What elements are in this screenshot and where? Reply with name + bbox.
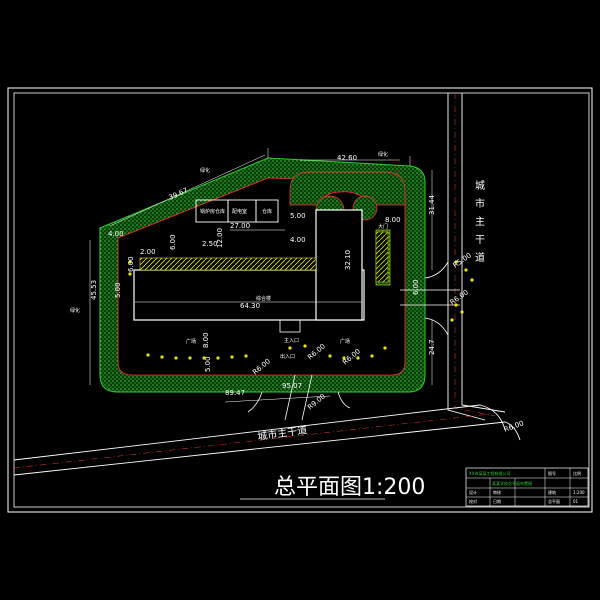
- label-gate: 大门: [378, 223, 388, 230]
- hedge-dots: [128, 260, 474, 360]
- dim-small-3: 2.50: [202, 240, 218, 248]
- label-exit: 出入口: [280, 353, 295, 360]
- entry-arc-east-bot: [424, 317, 449, 336]
- aux-building-c: [255, 199, 279, 223]
- tb-cell-9: 01: [573, 499, 579, 504]
- dim-corner-se: R9.00: [306, 392, 327, 411]
- label-main-building: 综合楼: [256, 295, 271, 302]
- south-road-edge-outer: [13, 421, 521, 476]
- dim-right-height: 31.44: [428, 194, 436, 215]
- dim-bottom-width: 95.07: [282, 382, 302, 390]
- dim-gap-j: 6.00: [412, 279, 420, 295]
- dim-right-lower: 24.7: [428, 339, 436, 355]
- road-east-label: 城市主干道: [473, 180, 485, 270]
- dim-gap-d: 2.00: [140, 248, 156, 256]
- label-room-b: 配电室: [232, 208, 247, 215]
- tb-cell-3: 日期: [493, 498, 501, 504]
- dim-left-height: 45.53: [90, 280, 98, 300]
- tb-project-line2: 某某学校总平面布置图: [492, 480, 532, 486]
- entry-arc-east-top: [424, 261, 449, 279]
- outer-frame: [7, 87, 593, 513]
- dim-small-1: 4.00: [108, 230, 124, 238]
- inner-frame: [13, 92, 590, 508]
- label-room-c: 仓库: [262, 208, 272, 215]
- corridor-hatch: [139, 257, 317, 271]
- dim-gap-b: 6.00: [169, 234, 177, 250]
- tb-cell-2: 审核: [493, 489, 501, 495]
- tb-cell-7: 总平面: [548, 498, 560, 504]
- road-south-label: 城市主干道: [257, 423, 308, 443]
- entry-arc-south-l: [247, 391, 263, 413]
- tb-cell-0: 设计: [469, 489, 477, 495]
- dim-radius-2: R6.00: [449, 288, 470, 306]
- label-green-1: 绿化: [200, 167, 210, 174]
- dim-bldg-length: 64.30: [240, 302, 260, 310]
- title-block: [465, 467, 589, 507]
- label-green-3: 绿化: [378, 151, 388, 158]
- label-court-left: 广场: [186, 338, 196, 345]
- dim-gap-c: 12.00: [216, 228, 224, 248]
- tb-cell-6: 建筑: [548, 489, 556, 495]
- drawing-title: 总平面图1:200: [274, 475, 425, 500]
- green-ne-loop: [289, 171, 406, 206]
- dim-gap-f: 5.00: [204, 356, 212, 372]
- dim-inner-gap: 8.00: [385, 216, 401, 224]
- dim-small-2: 4.00: [290, 236, 306, 244]
- dim-lines: [89, 148, 433, 403]
- label-green-2: 绿化: [70, 307, 80, 314]
- label-entrance: 主入口: [284, 337, 299, 344]
- dim-gap-a: 5.00: [114, 282, 122, 298]
- dim-gap-e: 6.00: [127, 256, 135, 272]
- tb-cell-8: 1:200: [573, 490, 585, 495]
- tb-cell-1: 校对: [469, 498, 477, 504]
- south-road-edge-inner: [13, 404, 506, 461]
- dim-top-width: 42.60: [337, 154, 357, 162]
- internal-road-right: [400, 289, 460, 306]
- entry-arc-south-r: [337, 391, 351, 409]
- dim-wing-height: 32.10: [344, 250, 352, 270]
- wing-hatch: [375, 231, 389, 283]
- east-road-edge-inner: [447, 93, 486, 421]
- main-building-wing: [315, 209, 363, 321]
- south-road-center: [13, 413, 491, 469]
- front-steps: [279, 319, 301, 333]
- dim-gap-i: 5.00: [290, 212, 306, 220]
- dim-bottom-left: 89.47: [225, 389, 245, 397]
- tb-cell-5: 比例: [573, 470, 581, 476]
- label-room-a: 锅炉房仓库: [200, 208, 225, 215]
- svg-text:城市主干道: 城市主干道: [473, 180, 485, 270]
- label-court-right: 广场: [340, 338, 350, 345]
- dim-gap-h: 8.00: [202, 332, 210, 348]
- tb-project-line1: XX市某某工程有限公司: [469, 470, 510, 476]
- tb-cell-4: 图号: [548, 470, 556, 476]
- dim-bldg-inner: 27.00: [230, 222, 250, 230]
- dim-corner-ne: R6.00: [503, 419, 525, 434]
